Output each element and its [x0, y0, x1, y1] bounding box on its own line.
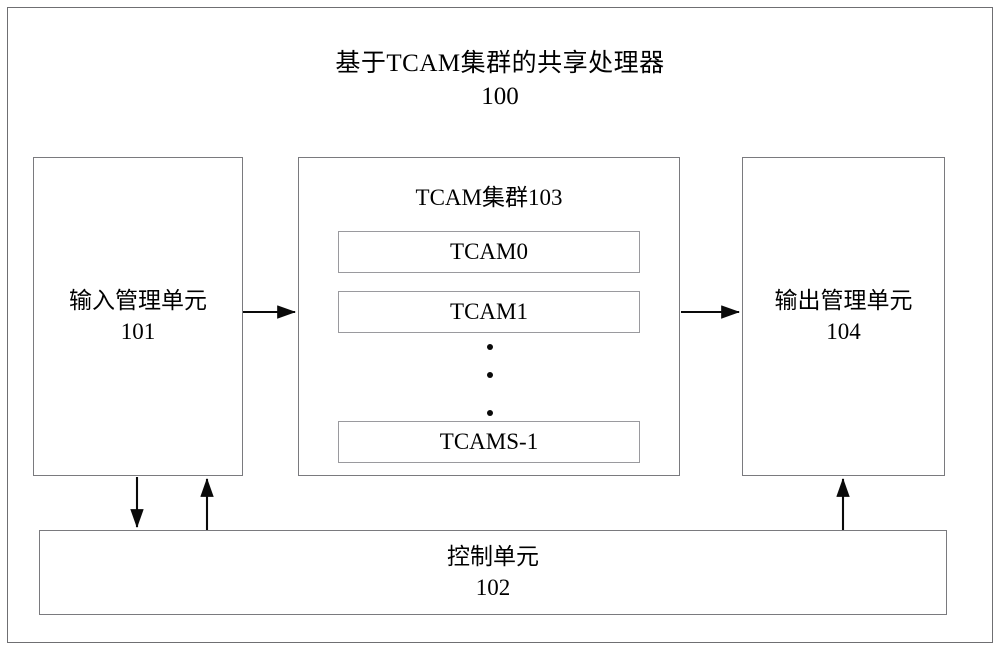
- page-title: 基于TCAM集群的共享处理器: [335, 50, 665, 77]
- block-tcam-cluster[interactable]: TCAM集群103 TCAM0 TCAM1 TCAMS-1: [298, 157, 680, 476]
- ellipsis-dot: [487, 344, 493, 350]
- block-input-management-unit[interactable]: 输入管理单元 101: [33, 157, 243, 476]
- input-unit-number: 101: [120, 318, 156, 344]
- control-unit-label: 控制单元: [447, 544, 539, 570]
- ellipsis-dot: [487, 410, 493, 416]
- output-unit-number: 104: [826, 318, 861, 344]
- figure-title-block: 基于TCAM集群的共享处理器 100: [0, 48, 1000, 113]
- control-unit-number: 102: [475, 574, 511, 600]
- page-border: [7, 7, 993, 643]
- output-unit-label: 输出管理单元: [774, 288, 913, 314]
- block-control-unit[interactable]: 控制单元 102: [39, 530, 947, 615]
- tcam-module-0[interactable]: TCAM0: [338, 231, 640, 273]
- vertical-ellipsis-icon: [299, 340, 681, 416]
- ellipsis-dot: [487, 372, 493, 378]
- figure-reference-number: 100: [481, 83, 519, 111]
- tcam-cluster-title: TCAM集群103: [415, 185, 563, 210]
- tcam-module-s-minus-1[interactable]: TCAMS-1: [338, 421, 640, 463]
- block-output-management-unit[interactable]: 输出管理单元 104: [742, 157, 945, 476]
- input-unit-label: 输入管理单元: [69, 288, 207, 314]
- tcam-module-1[interactable]: TCAM1: [338, 291, 640, 333]
